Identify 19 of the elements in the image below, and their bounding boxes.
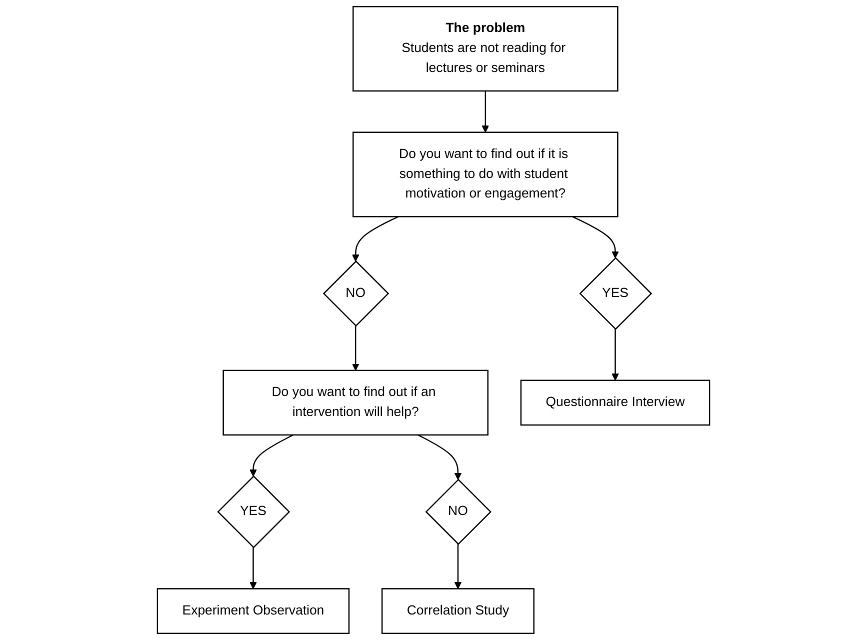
arrow: [352, 326, 360, 371]
arrow: [612, 329, 619, 381]
node-box: Experiment Observation: [156, 588, 350, 634]
arrow: [482, 90, 490, 133]
node-diamond: NO: [322, 260, 390, 327]
arrow: [250, 434, 294, 477]
node-box: The problem Students are not reading for lectures or seminars: [352, 6, 618, 92]
node-diamond: YES: [217, 475, 290, 548]
node-box: Questionnaire Interview: [520, 380, 710, 426]
arrow: [352, 216, 399, 262]
node-box: Do you want to find out if an intervention will help?: [222, 370, 488, 436]
arrow: [250, 547, 257, 590]
arrow: [572, 216, 619, 258]
node-diamond: YES: [579, 257, 652, 330]
node-diamond: NO: [425, 478, 492, 545]
arrow: [454, 544, 462, 590]
node-box: Do you want to find out if it is something to do with student motivation or engagement?: [352, 132, 618, 218]
arrow: [418, 434, 462, 480]
node-box: Correlation Study: [381, 588, 534, 634]
